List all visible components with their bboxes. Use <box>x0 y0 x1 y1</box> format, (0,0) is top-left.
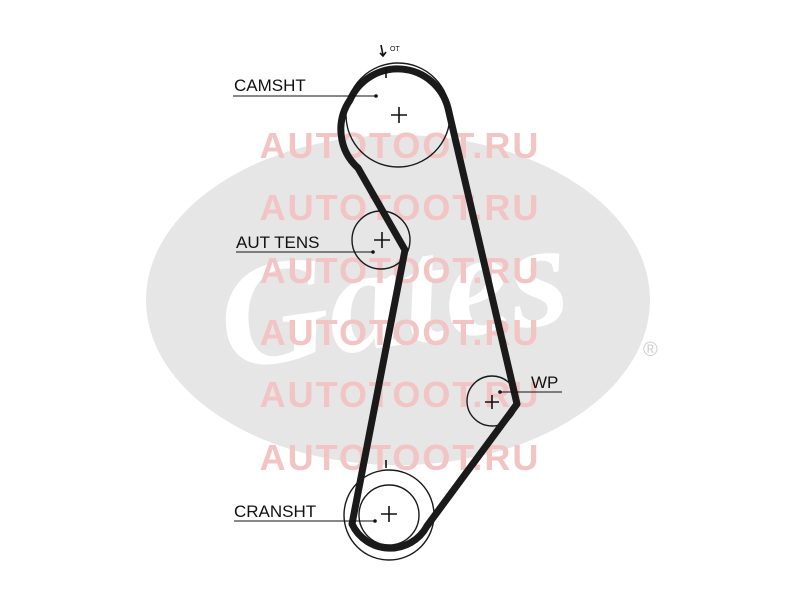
timing-belt <box>337 65 521 552</box>
water-pump-label: WP <box>531 373 558 392</box>
camshaft-center <box>391 107 407 123</box>
gates-logo: Gates ® <box>146 135 658 465</box>
tensioner-center <box>374 232 390 248</box>
water-pump-center <box>485 395 499 409</box>
leader-lines <box>233 95 562 522</box>
crankshaft-label: CRANSHT <box>234 502 316 521</box>
watermark-text: AUTOTOOT.RU <box>260 125 541 166</box>
pulley-centers <box>374 107 499 522</box>
watermark-text: AUTOTOOT.RU <box>260 374 541 415</box>
tensioner-label: AUT TENS <box>236 233 319 252</box>
tdc-mark-label: OT <box>390 46 400 53</box>
watermark-text: AUTOTOOT.RU <box>260 187 541 228</box>
tensioner-leader-dot <box>371 250 375 254</box>
leader-dots <box>371 94 502 523</box>
crankshaft-leader-dot <box>373 519 377 523</box>
camshaft-leader-dot <box>374 94 378 98</box>
camshaft-label: CAMSHT <box>234 76 306 95</box>
water-pump-leader-dot <box>498 390 502 394</box>
registered-mark: ® <box>643 339 658 361</box>
watermark-text: AUTOTOOT.RU <box>260 312 541 353</box>
timing-marks <box>379 44 387 468</box>
crankshaft-center <box>381 506 397 522</box>
tdc-arrow-icon <box>379 44 387 58</box>
